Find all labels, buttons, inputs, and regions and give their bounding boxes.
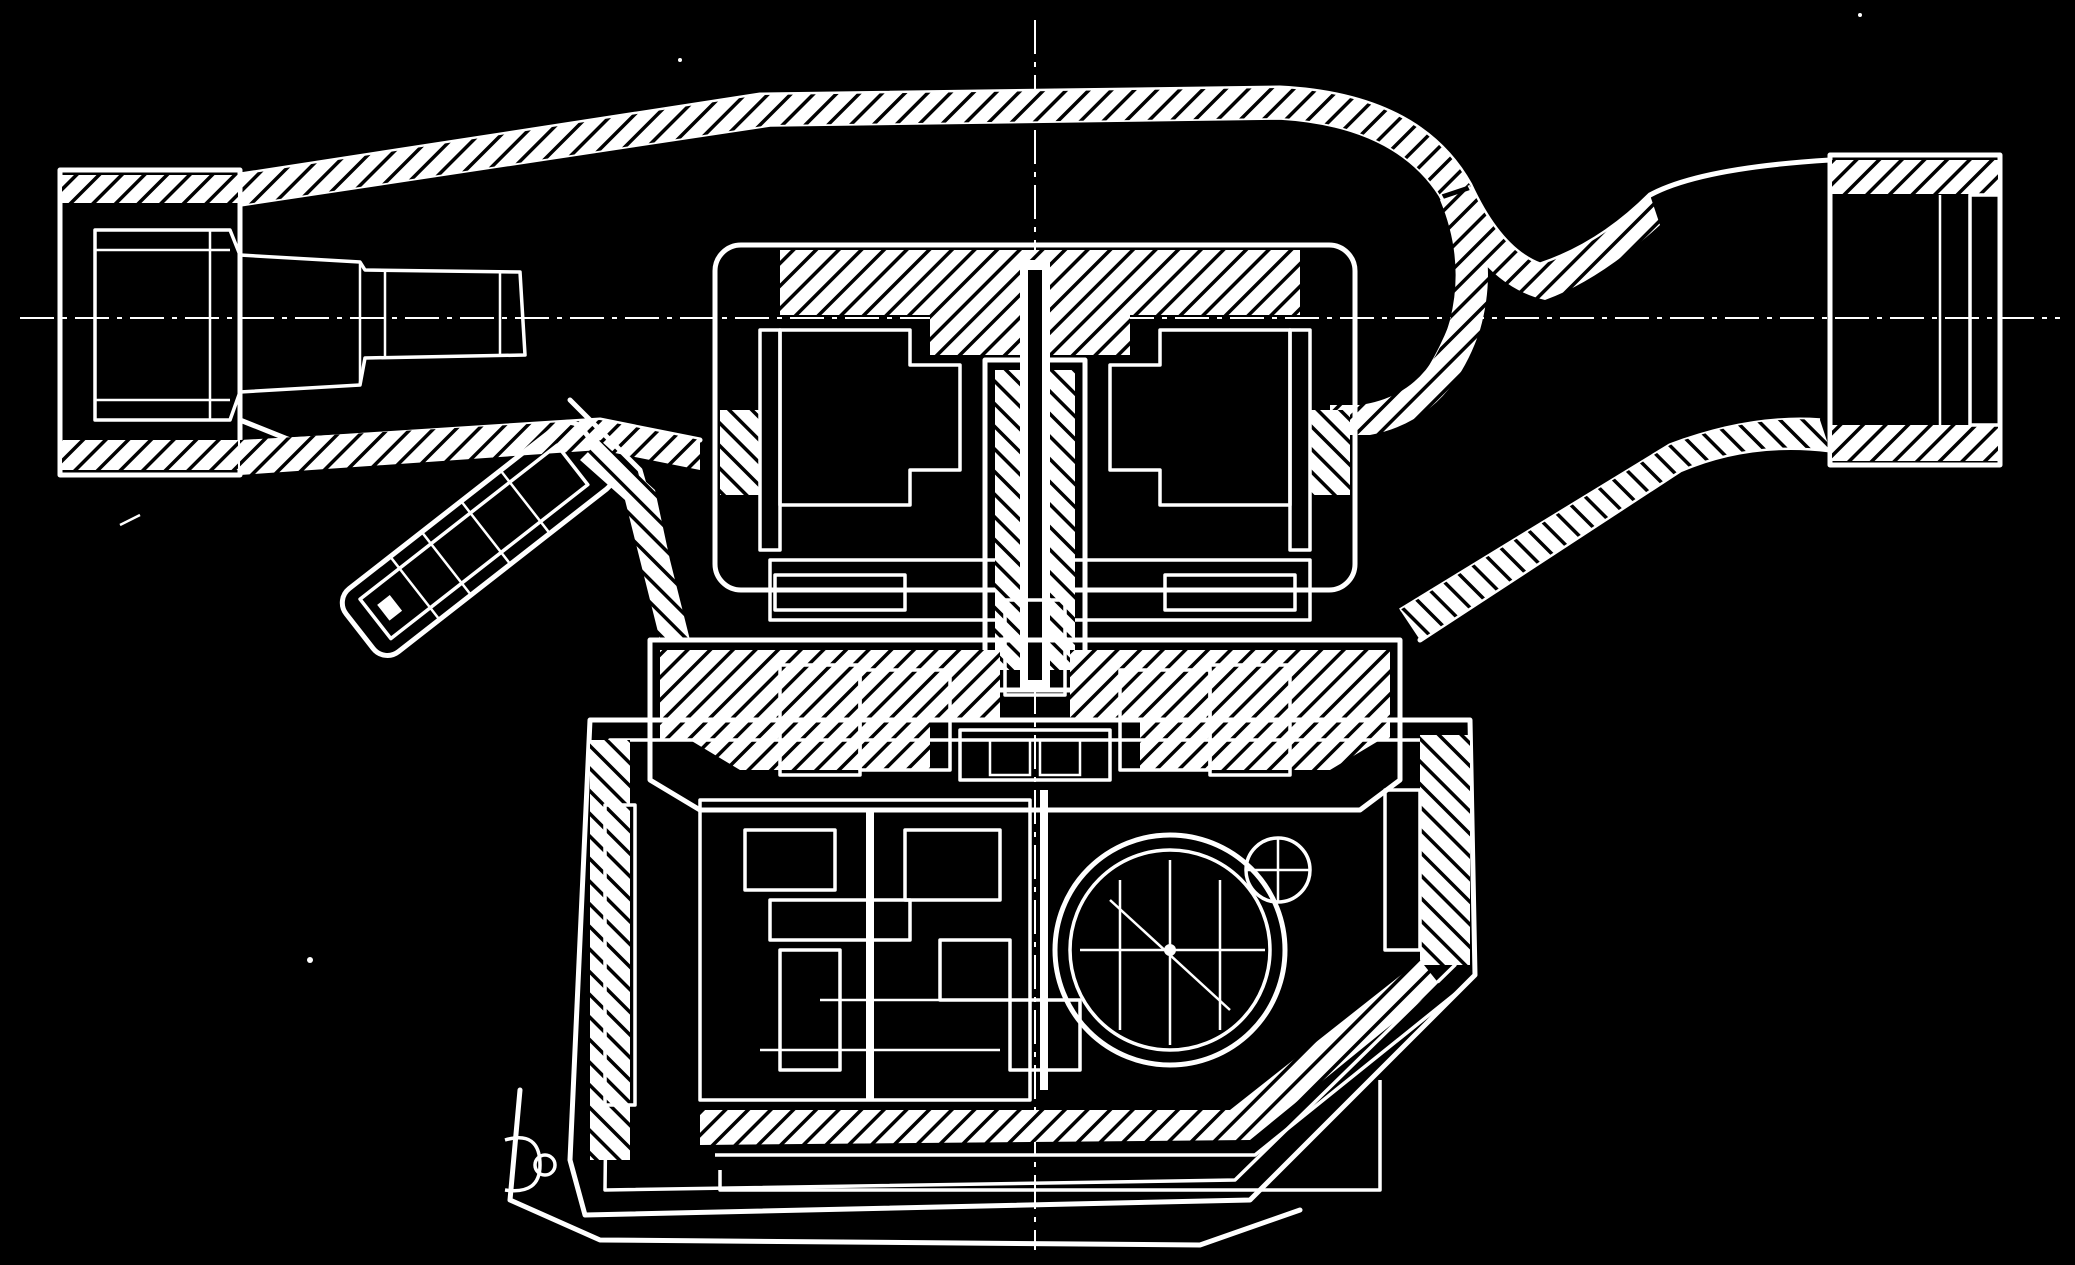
control-box [504, 717, 1478, 1248]
rotor-shaft [982, 260, 1088, 697]
drawing-marks [119, 13, 1862, 963]
inlet-connector [57, 167, 703, 478]
pipe-body [237, 85, 1833, 643]
gear-train [698, 790, 1082, 1102]
register-dial [1052, 832, 1312, 1068]
outlet-connector [1827, 152, 2003, 468]
angled-fitting [339, 397, 690, 658]
